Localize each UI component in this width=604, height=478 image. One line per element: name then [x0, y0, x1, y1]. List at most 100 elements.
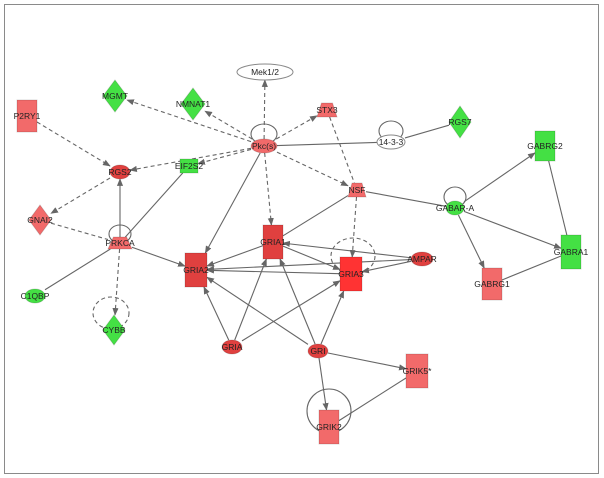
edge-GRI-GRIK5	[327, 352, 407, 371]
node-NMNAT1[interactable]: NMNAT1	[176, 87, 211, 121]
node-GNAI2[interactable]: GNAI2	[27, 204, 53, 236]
node-RGS2[interactable]: RGS2	[108, 164, 132, 180]
node-shape	[410, 251, 434, 267]
edges-layer	[36, 79, 568, 422]
node-shape	[28, 204, 52, 236]
edge-PRKCA-C1QBP	[44, 248, 111, 291]
edge-Pkc-EIF2S2	[197, 148, 252, 165]
node-label: GABAR-A	[436, 203, 475, 213]
node-label: Mek1/2	[251, 67, 279, 77]
node-shape	[107, 236, 133, 250]
edge-Pkc-GRIA1	[264, 152, 274, 226]
node-label: GRIA	[222, 342, 243, 352]
node-GRIK2[interactable]: GRIK2	[316, 409, 342, 445]
node-label: GABRG2	[527, 141, 563, 151]
edge-AMPAR-GRIA1	[282, 240, 412, 259]
node-GABARA[interactable]: GABAR-A	[436, 200, 475, 216]
node-label: GABRG1	[474, 279, 510, 289]
node-label: GRIA1	[260, 237, 286, 247]
node-shape	[184, 252, 208, 288]
node-Mek12[interactable]: Mek1/2	[236, 63, 294, 81]
node-1433[interactable]: 14-3-3	[376, 134, 406, 150]
edge-Pkc-GRIA2	[204, 152, 261, 254]
node-label: 14-3-3	[379, 137, 404, 147]
node-shape	[318, 409, 340, 445]
edge-GABARA-GABRG2	[463, 152, 536, 203]
edge-NSF-GRIA1	[282, 195, 349, 237]
edge-GNAI2-PRKCA	[50, 222, 109, 241]
self-loop-CYBB	[92, 296, 130, 330]
edge-GRI-GRIA2	[206, 276, 309, 345]
edge-GRIA3-GRIA2	[206, 267, 341, 275]
edge-EIF2S2-PRKCA	[124, 172, 184, 238]
edge-Pkc-NMNAT1	[204, 110, 253, 140]
node-AMPAR[interactable]: AMPAR	[407, 251, 437, 267]
edge-GABRG2-GABRA1	[548, 160, 568, 236]
edge-Pkc-MGMT	[126, 99, 252, 143]
node-shape	[179, 158, 199, 174]
node-shape	[262, 224, 284, 260]
edge-PRKCA-GRIA2	[131, 246, 186, 267]
node-label: CYBB	[102, 325, 125, 335]
node-NSF[interactable]: NSF	[347, 182, 367, 198]
node-shape	[448, 105, 472, 139]
edge-P2RY1-RGS2	[36, 121, 111, 167]
edge-GRIA-GRIA1	[234, 258, 267, 341]
edge-PRKCA-CYBB	[112, 248, 121, 316]
edge-NSF-GRIA3	[349, 196, 358, 258]
node-shape	[16, 99, 38, 133]
node-label: C1QBP	[21, 291, 50, 301]
node-EIF2S2[interactable]: EIF2S2	[175, 158, 204, 174]
edge-Pkc-NSF	[276, 151, 349, 187]
node-shape	[316, 102, 338, 118]
node-PRKCA[interactable]: PRKCA	[105, 236, 135, 250]
node-shape	[339, 256, 363, 292]
node-shape	[560, 234, 582, 270]
edge-GRIA1-GRIA3	[282, 245, 341, 270]
node-label: EIF2S2	[175, 161, 204, 171]
node-GRIA1[interactable]: GRIA1	[260, 224, 286, 260]
edge-STX3-NSF	[329, 116, 355, 184]
edge-GRI-GRIK2	[318, 357, 329, 411]
node-CYBB[interactable]: CYBB	[102, 314, 126, 346]
node-GABRA1[interactable]: GABRA1	[554, 234, 589, 270]
node-shape	[102, 314, 126, 346]
node-GABRG1[interactable]: GABRG1	[474, 267, 510, 301]
node-label: NMNAT1	[176, 99, 211, 109]
edge-GABRA1-GABRG1	[501, 255, 562, 281]
edge-1433-RGS7	[404, 124, 450, 139]
edge-Pkc-1433	[276, 141, 378, 147]
node-label: Pkc(s)	[252, 141, 276, 151]
edge-GRIA-GRIA2	[203, 286, 230, 341]
node-label: PRKCA	[105, 238, 135, 248]
node-shape	[534, 130, 556, 162]
node-MGMT[interactable]: MGMT	[102, 79, 128, 113]
node-GRIA2[interactable]: GRIA2	[183, 252, 209, 288]
node-label: AMPAR	[407, 254, 437, 264]
node-GRIA[interactable]: GRIA	[221, 339, 243, 355]
node-GRI[interactable]: GRI	[307, 343, 329, 359]
node-GRIA3[interactable]: GRIA3	[338, 256, 364, 292]
edge-GRIK5-GRIK2	[338, 377, 407, 422]
node-label: RGS2	[108, 167, 131, 177]
node-STX3[interactable]: STX3	[316, 102, 338, 118]
node-shape	[250, 138, 278, 154]
node-shape	[481, 267, 503, 301]
node-label: MGMT	[102, 91, 128, 101]
edge-Pkc-Mek12	[261, 79, 268, 140]
edge-RGS2-GNAI2	[50, 177, 111, 214]
node-GABRG2[interactable]: GABRG2	[527, 130, 563, 162]
node-RGS7[interactable]: RGS7	[448, 105, 472, 139]
edge-GRI-GRIA3	[320, 290, 345, 345]
node-shape	[405, 353, 429, 389]
node-GRIK5[interactable]: GRIK5*	[403, 353, 433, 389]
node-label: GRIK2	[316, 422, 342, 432]
edge-GRIA1-GRIA2	[206, 245, 264, 267]
node-Pkc[interactable]: Pkc(s)	[250, 138, 278, 154]
node-label: NSF	[349, 185, 366, 195]
node-shape	[347, 182, 367, 198]
node-P2RY1[interactable]: P2RY1	[14, 99, 41, 133]
node-label: STX3	[316, 105, 338, 115]
node-C1QBP[interactable]: C1QBP	[21, 288, 50, 304]
